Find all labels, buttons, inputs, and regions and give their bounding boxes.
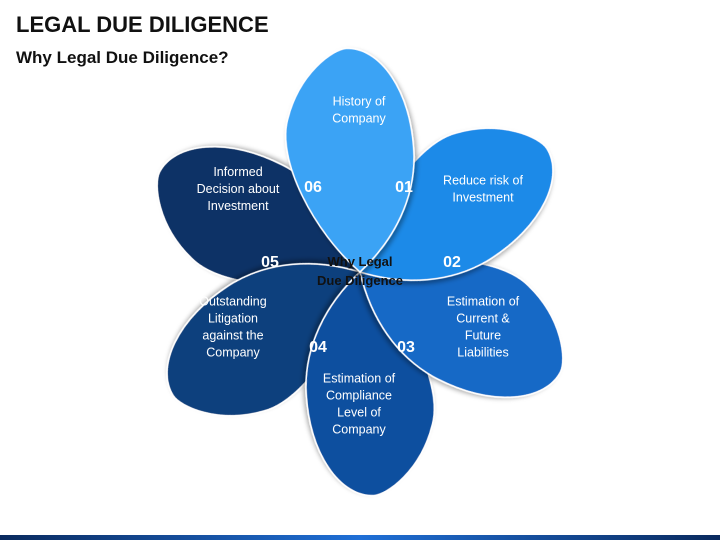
petal-06-number: 06 xyxy=(304,179,322,196)
petal-05-label-line: against the xyxy=(202,329,263,343)
petal-03-number: 03 xyxy=(397,339,415,356)
petal-03-label-line: Current & xyxy=(456,312,510,326)
petal-01-label-line: Company xyxy=(332,112,386,126)
petal-01 xyxy=(284,47,415,274)
petal-04-label-line: Compliance xyxy=(326,389,392,403)
petal-03-label-line: Estimation of xyxy=(447,295,520,309)
petal-layer xyxy=(156,47,564,497)
petal-02-label-line: Investment xyxy=(452,191,514,205)
petal-04-number: 04 xyxy=(309,339,327,356)
page-subtitle: Why Legal Due Diligence? xyxy=(16,48,229,67)
petal-05-label-line: Outstanding xyxy=(199,295,266,309)
petal-04-label-line: Estimation of xyxy=(323,372,396,386)
petal-03-label-line: Future xyxy=(465,329,501,343)
petal-04-label-line: Level of xyxy=(337,406,381,420)
petal-06-label-line: Decision about xyxy=(197,182,280,196)
petal-06-label-line: Informed xyxy=(213,165,262,179)
petal-01-number: 01 xyxy=(395,179,413,196)
petal-04-label-line: Company xyxy=(332,423,386,437)
petal-02-number: 02 xyxy=(443,254,461,271)
center-title-line1: Why Legal xyxy=(327,254,392,269)
page-title: LEGAL DUE DILIGENCE xyxy=(16,12,269,37)
petal-06-label-line: Investment xyxy=(207,199,269,213)
petal-03-label-line: Liabilities xyxy=(457,346,508,360)
petal-05-number: 05 xyxy=(261,254,279,271)
petal-05-label-line: Company xyxy=(206,346,260,360)
petal-01-label-line: History of xyxy=(333,95,386,109)
petal-05-label-line: Litigation xyxy=(208,312,258,326)
petal-02-label-line: Reduce risk of xyxy=(443,174,523,188)
center-title-line2: Due Diligence xyxy=(317,273,403,288)
bottom-accent-bar xyxy=(0,535,720,540)
text-layer: History of Company 01 Reduce risk of Investm… xyxy=(197,95,524,437)
